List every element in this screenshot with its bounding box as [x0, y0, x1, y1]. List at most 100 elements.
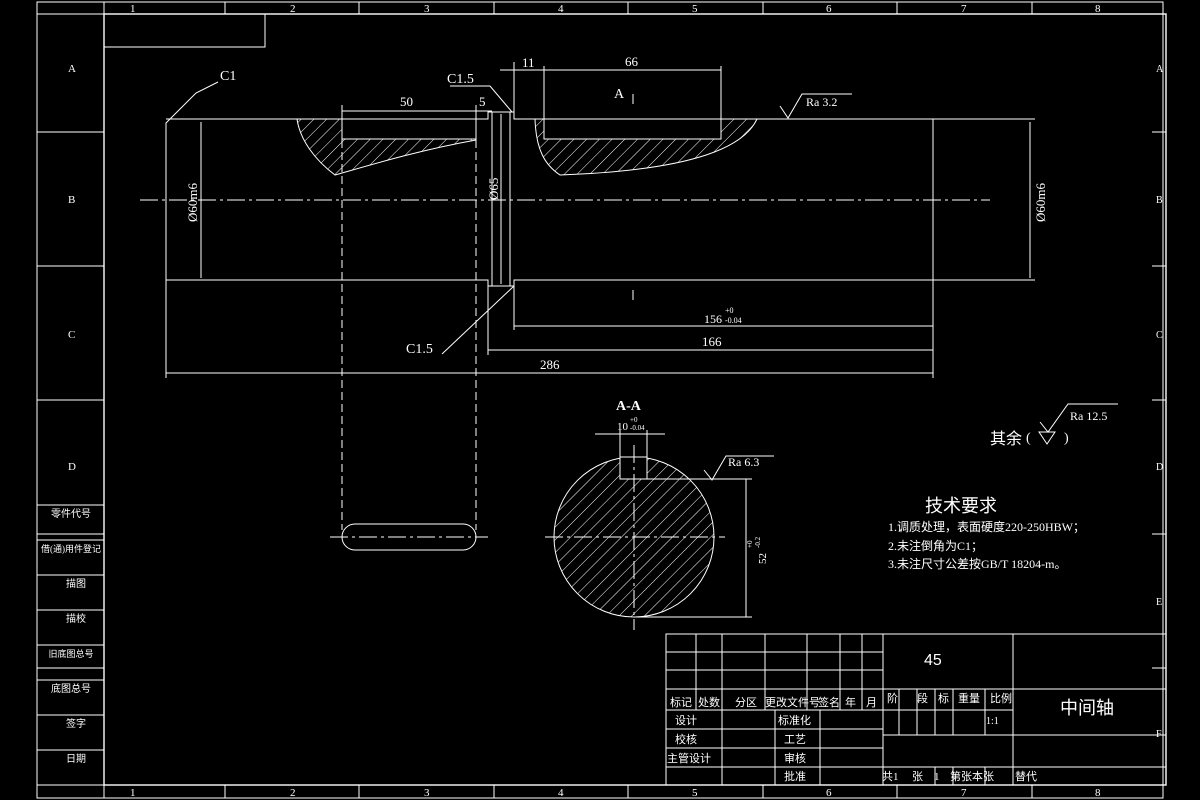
col-label: 8: [1095, 3, 1101, 15]
row-label: C: [1156, 330, 1163, 341]
dim-156-tol-up: +0: [725, 306, 734, 315]
section-height-tol-low: -0.2: [754, 536, 762, 548]
material: 45: [924, 652, 942, 669]
this-sheet: 第张本张: [950, 769, 994, 783]
scale-value: 1:1: [986, 716, 999, 727]
side-table-cell: 旧底图总号: [48, 648, 93, 659]
dim-66: 66: [625, 54, 639, 69]
col-label: 7: [961, 787, 967, 799]
section-height: 52: [757, 553, 769, 564]
shaft-main-view: A C1 C1.5 C1.5 50 5 11 66 Ra 3.2 Ø60m6 Ø…: [140, 54, 1048, 551]
design-label: 设计: [675, 714, 697, 727]
col-label: 1: [130, 787, 136, 799]
col-label: 3: [424, 3, 430, 15]
other-roughness: 其余 ( ) Ra 12.5: [990, 403, 1118, 448]
row-dividers: [37, 131, 1166, 669]
stage-header: 段: [917, 691, 928, 705]
col-label: 4: [558, 3, 564, 15]
col-label: 6: [826, 787, 832, 799]
review-label: 审核: [784, 751, 806, 765]
row-label: D: [1156, 462, 1163, 473]
part-name: 中间轴: [1060, 698, 1114, 718]
dim-166: 166: [702, 334, 722, 349]
row-label: B: [68, 194, 75, 206]
row-label: D: [68, 461, 76, 473]
col-label: 5: [692, 787, 698, 799]
dim-50: 50: [400, 94, 413, 109]
keyway-slot-right: [543, 118, 722, 140]
other-paren-close: ): [1064, 431, 1069, 446]
keyway-slot-left: [341, 118, 477, 140]
stage-header: 阶: [887, 691, 898, 705]
replace-label: 替代: [1015, 769, 1037, 783]
tech-item: 3.未注尺寸公差按GB/T 18204-m。: [888, 556, 1066, 571]
section-height-tol-up: +0: [746, 540, 754, 548]
row-label: B: [1156, 195, 1163, 206]
other-label: 其余: [990, 429, 1022, 448]
tech-requirements: 技术要求 1.调质处理，表面硬度220-250HBW； 2.未注倒角为C1； 3…: [888, 496, 1085, 571]
side-table-cell: 签字: [66, 717, 86, 730]
roughness-ra32: Ra 3.2: [806, 95, 837, 109]
col-label: 2: [290, 787, 296, 799]
section-title: A-A: [616, 399, 642, 414]
side-table-cell: 借(通)用件登记: [41, 543, 101, 554]
roughness-ra63: Ra 6.3: [728, 455, 759, 469]
col-label: 8: [1095, 787, 1101, 799]
dim-156: 156: [704, 312, 722, 326]
col-label: 2: [290, 3, 296, 15]
tech-title: 技术要求: [925, 496, 997, 516]
side-table-cell: 底图总号: [51, 682, 91, 695]
weight-label: 重量: [958, 691, 980, 705]
header-cell: 签名: [818, 695, 840, 709]
standardize-label: 标准化: [778, 713, 811, 727]
col-label: 6: [826, 3, 832, 15]
header-cell: 标记: [670, 695, 692, 709]
supervisor-label: 主管设计: [667, 751, 711, 765]
dia-left: Ø60m6: [185, 183, 200, 223]
row-label: E: [1156, 597, 1162, 608]
process-label: 工艺: [784, 733, 806, 746]
approve-label: 批准: [784, 769, 806, 783]
side-table-cell: 描校: [66, 612, 86, 625]
page-number: 1: [934, 771, 940, 783]
side-table-cell: 零件代号: [51, 508, 91, 520]
section-width-tol-low: -0.04: [630, 424, 645, 432]
stage-header: 标: [938, 691, 949, 705]
dia-collar: Ø65: [486, 178, 501, 200]
dim-156-tol-low: -0.04: [725, 316, 742, 325]
tech-item: 2.未注倒角为C1；: [888, 538, 983, 553]
header-cell: 年: [845, 695, 856, 709]
scale-label: 比例: [990, 691, 1012, 705]
tech-item: 1.调质处理，表面硬度220-250HBW；: [888, 519, 1085, 534]
row-label: C: [68, 329, 75, 341]
dia-right: Ø60m6: [1033, 183, 1048, 223]
dim-286: 286: [540, 357, 560, 372]
dim-11: 11: [522, 55, 535, 70]
header-cell: 月: [866, 697, 877, 709]
section-width: 10: [617, 421, 629, 433]
code-box: [103, 13, 266, 48]
section-aa: A-A 10 +0 -0.04 Ra 6.3 52 +0 -0.2: [545, 399, 774, 630]
chamfer-c1: C1: [220, 69, 236, 84]
row-label: A: [68, 63, 76, 75]
side-table: 零件代号 借(通)用件登记 描图 描校 旧底图总号 底图总号 签字 日期: [37, 504, 104, 765]
section-width-tol-up: +0: [630, 416, 638, 424]
dim-5: 5: [479, 94, 486, 109]
col-label: 3: [424, 787, 430, 799]
section-mark-a: A: [614, 87, 625, 102]
side-table-cell: 描图: [66, 577, 86, 590]
row-label: A: [1156, 64, 1164, 75]
header-cell: 处数: [698, 696, 720, 709]
col-label: 7: [961, 3, 967, 15]
other-paren-open: (: [1026, 431, 1031, 446]
title-block: 45 中间轴 标记 处数 分区 更改文件号 签名 年 月 阶 段 标 重量 比例…: [665, 633, 1167, 786]
header-cell: 分区: [735, 696, 757, 709]
side-table-cell: 日期: [66, 753, 86, 765]
header-cell: 更改文件号: [765, 695, 820, 709]
column-dividers: [224, 2, 1033, 798]
chamfer-c15-top: C1.5: [447, 72, 474, 87]
check-label: 校核: [675, 732, 697, 746]
col-label: 1: [130, 3, 136, 15]
col-label: 4: [558, 787, 564, 799]
